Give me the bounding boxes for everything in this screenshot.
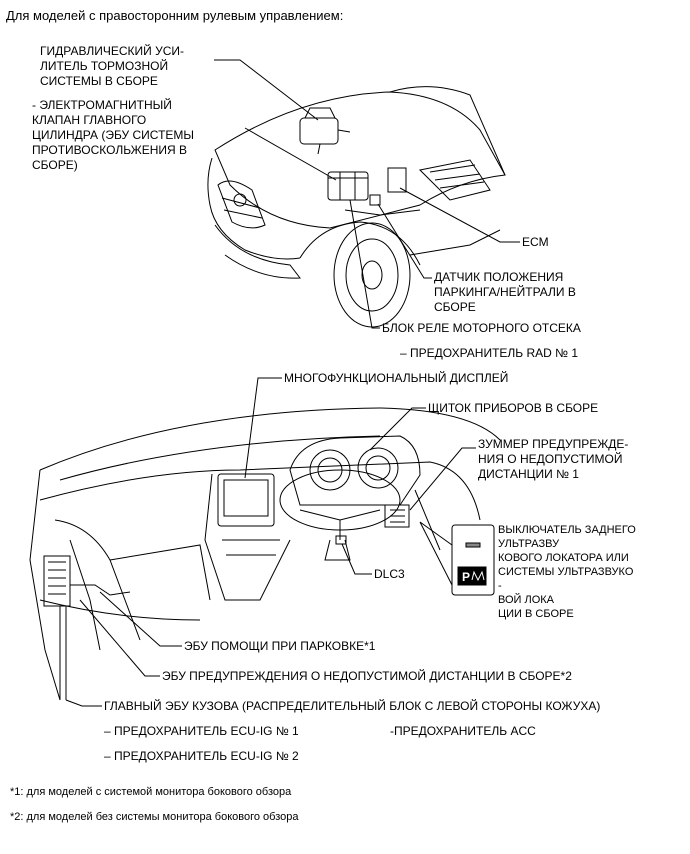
leader-lines-cabin (65, 377, 476, 707)
main-body-ecu-label: ГЛАВНЫЙ ЭБУ КУЗОВА (РАСПРЕДЕЛИТЕЛЬНЫЙ БЛ… (104, 699, 601, 713)
distance-warning-ecu-label: ЭБУ ПРЕДУПРЕЖДЕНИЯ О НЕДОПУСТИМОЙ ДИСТАН… (162, 669, 572, 683)
park-neutral-sensor-label: ДАТЧИК ПОЛОЖЕНИЯ ПАРКИНГА/НЕЙТРАЛИ В СБО… (434, 270, 576, 314)
solenoid-label: - ЭЛЕКТРОМАГНИТНЫЙ КЛАПАН ГЛАВНОГО ЦИЛИН… (32, 98, 195, 172)
leader-lines-upper (214, 59, 520, 329)
brake-booster-label: ГИДРАВЛИЧЕСКИЙ УСИ- ЛИТЕЛЬ ТОРМОЗНОЙ СИС… (40, 44, 184, 88)
acc-fuse-label: -ПРЕДОХРАНИТЕЛЬ ACC (390, 724, 536, 738)
svg-text:P: P (462, 570, 470, 584)
footnote-2: *2: для моделей без системы монитора бок… (10, 811, 299, 823)
buzzer-label: ЗУММЕР ПРЕДУПРЕЖДЕ- НИЯ О НЕДОПУСТИМОЙ Д… (478, 437, 629, 481)
car-illustration (207, 86, 506, 328)
dlc3-label: DLC3 (374, 567, 405, 581)
relay-block-label: БЛОК РЕЛЕ МОТОРНОГО ОТСЕКА (382, 321, 581, 335)
rad-fuse-label: – ПРЕДОХРАНИТЕЛЬ RAD № 1 (400, 346, 579, 360)
page-title: Для моделей с правосторонним рулевым упр… (6, 8, 344, 23)
ecu-ig2-fuse-label: – ПРЕДОХРАНИТЕЛЬ ECU-IG № 2 (104, 749, 299, 763)
ecu-ig1-fuse-label: – ПРЕДОХРАНИТЕЛЬ ECU-IG № 1 (104, 724, 299, 738)
switch-inset: P (419, 521, 495, 596)
parking-assist-ecu-label: ЭБУ ПОМОЩИ ПРИ ПАРКОВКЕ*1 (184, 639, 376, 653)
cluster-label: ЩИТОК ПРИБОРОВ В СБОРЕ (428, 401, 599, 415)
footnote-1: *1: для моделей с системой монитора боко… (10, 786, 292, 798)
ecm-label: ECM (522, 235, 549, 249)
sonar-switch-label: ВЫКЛЮЧАТЕЛЬ ЗАДНЕГО УЛЬТРАЗВУ КОВОГО ЛОК… (498, 524, 636, 620)
dashboard-illustration (29, 407, 501, 701)
display-label: МНОГОФУНКЦИОНАЛЬНЫЙ ДИСПЛЕЙ (284, 371, 509, 385)
